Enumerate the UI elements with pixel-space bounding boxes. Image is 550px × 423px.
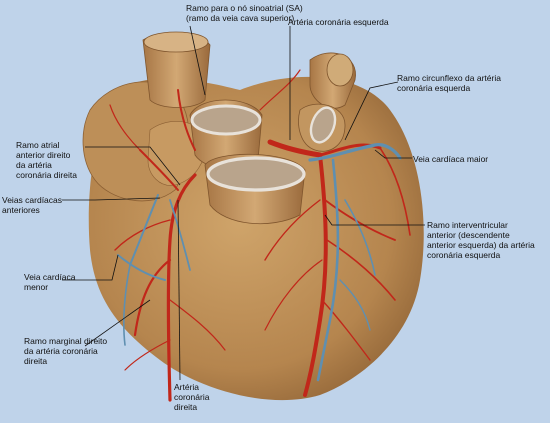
sa-node-artery — [177, 89, 196, 151]
label-great-cardiac-vein: Veia cardíaca maior — [413, 154, 489, 164]
right-marginal-artery — [133, 258, 172, 337]
leader-anterior-interventricular — [324, 214, 425, 226]
label-anterior-atrial-branch: Ramo atrial anterior direito da artéria … — [16, 140, 77, 180]
diagonal-branch-4 — [264, 199, 321, 261]
diagonal-branch-5 — [264, 259, 323, 331]
right-coronary-artery — [166, 173, 197, 402]
small-cardiac-vein — [117, 254, 166, 281]
right-branch-1 — [114, 219, 171, 251]
leader-sa-node — [189, 25, 206, 96]
right-auricle — [147, 121, 206, 186]
diagonal-branch-2 — [326, 239, 396, 301]
right-branch-2 — [169, 299, 226, 351]
leader-circumflex — [344, 81, 399, 141]
great-cardiac-vein-branch-2 — [339, 279, 371, 331]
atrial-artery-twig — [109, 104, 141, 151]
svc-opening — [143, 31, 209, 53]
diagonal-branch-3 — [321, 299, 371, 361]
right-branch-3 — [124, 339, 171, 371]
pulmonary-opening — [206, 156, 306, 192]
label-right-marginal-branch: Ramo marginal direito da artéria coronár… — [24, 336, 108, 366]
aortic-artery-twig — [259, 69, 301, 111]
label-small-cardiac-vein: Veia cardíaca menor — [24, 272, 76, 292]
label-right-coronary-artery: Artéria coronária direita — [174, 382, 210, 412]
pulmonary-vein-opening — [326, 53, 354, 87]
leader-small-cardiac-vein — [62, 254, 119, 281]
label-sa-node-branch: Ramo para o nó sinoatrial (SA) (ramo da … — [186, 3, 303, 23]
label-circumflex-branch: Ramo circunflexo da artéria coronária es… — [397, 73, 501, 93]
anterior-interventricular-vein — [316, 158, 340, 382]
leader-anterior-cardiac-veins — [62, 197, 161, 201]
leader-right-coronary — [177, 199, 181, 381]
label-left-coronary-artery: Artéria coronária esquerda — [288, 17, 389, 27]
label-anterior-interventricular-branch: Ramo interventricular anterior (descende… — [427, 220, 535, 260]
left-pulmonary-opening — [309, 106, 337, 144]
leader-lines — [62, 25, 425, 381]
diagonal-branch-1 — [324, 199, 396, 241]
aorta-opening — [190, 104, 262, 136]
anterior-atrial-artery — [139, 149, 179, 191]
anterior-cardiac-vein-1 — [129, 194, 159, 266]
leader-right-marginal — [84, 299, 151, 347]
label-anterior-cardiac-veins: Veias cardíacas anteriores — [2, 195, 63, 215]
great-cardiac-vein — [308, 143, 402, 162]
anterior-cardiac-vein-2 — [169, 199, 191, 271]
great-cardiac-vein-branch-1 — [344, 199, 376, 276]
leader-anterior-atrial — [85, 146, 181, 186]
leader-great-cardiac-vein — [374, 149, 412, 159]
right-marginal-vein — [123, 264, 131, 346]
anterior-interventricular-artery — [303, 153, 328, 397]
left-coronary-artery — [267, 139, 323, 158]
